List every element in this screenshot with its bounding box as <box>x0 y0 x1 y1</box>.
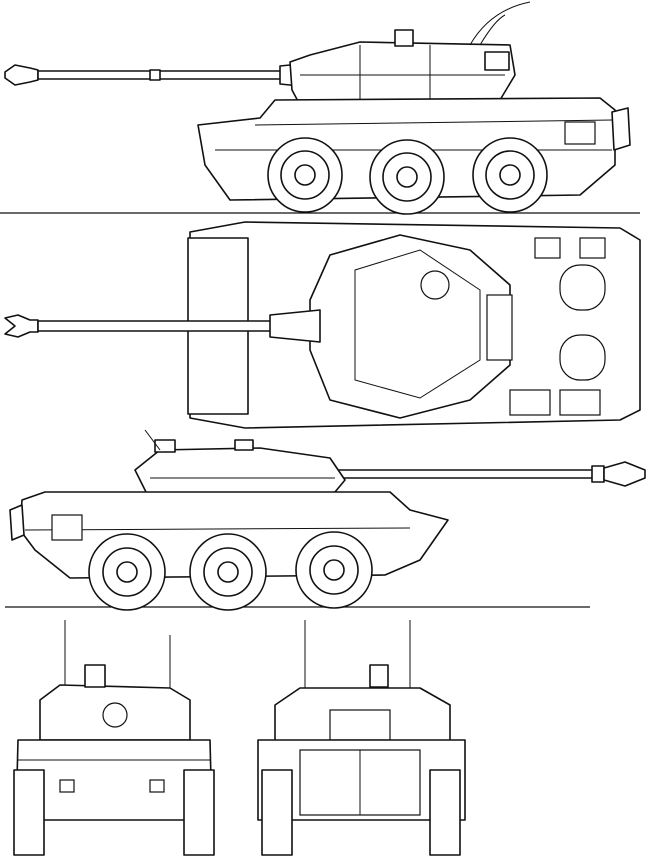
side-view-left <box>4 1 631 215</box>
gun-barrel <box>329 461 646 487</box>
turret-top <box>309 234 513 419</box>
turret <box>289 1 531 106</box>
gun-barrel-top <box>4 309 321 343</box>
rear-view <box>257 620 466 856</box>
wheels <box>88 531 373 611</box>
turret <box>134 429 346 501</box>
front-view <box>13 620 215 856</box>
top-view <box>4 221 641 429</box>
wheels <box>267 137 548 215</box>
side-view-right <box>9 429 646 611</box>
gun-barrel <box>4 61 321 89</box>
